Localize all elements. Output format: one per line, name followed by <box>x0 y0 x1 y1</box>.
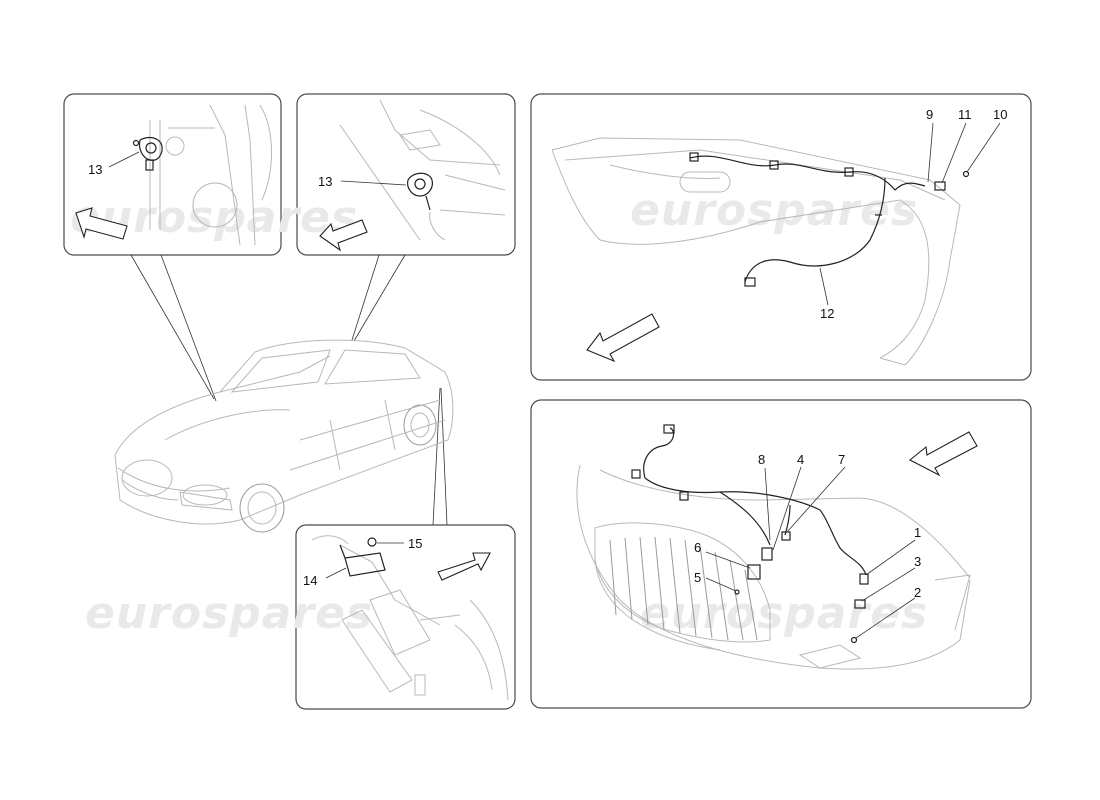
left-siren-detail: 13 <box>75 104 272 246</box>
rear-bumper-detail: 9 11 10 12 <box>551 107 1007 366</box>
callout-9: 9 <box>926 107 933 122</box>
panel-front-bumper <box>530 399 1032 709</box>
control-module-detail: 15 14 <box>303 535 509 701</box>
direction-arrow-module <box>437 552 491 581</box>
direction-arrow-front <box>909 431 978 477</box>
right-siren-detail: 13 <box>318 99 506 252</box>
callout-10: 10 <box>993 107 1007 122</box>
callout-1: 1 <box>914 525 921 540</box>
control-module <box>344 552 386 577</box>
svg-text:eurospares: eurospares <box>630 185 918 236</box>
rear-sensor-connector <box>934 181 946 191</box>
svg-text:eurospares: eurospares <box>85 588 373 639</box>
front-module <box>761 547 773 561</box>
callout-13-right: 13 <box>318 174 332 189</box>
callout-8: 8 <box>758 452 765 467</box>
panel-rear-bumper <box>530 93 1032 381</box>
svg-text:eurospares: eurospares <box>640 588 928 639</box>
direction-arrow-right-panel <box>319 219 368 252</box>
front-wiring-harness <box>643 427 867 576</box>
callout-12: 12 <box>820 306 834 321</box>
direction-arrow-left <box>75 207 128 240</box>
panel-leader-lines <box>130 254 448 526</box>
callout-6: 6 <box>694 540 701 555</box>
callout-15: 15 <box>408 536 422 551</box>
siren-body-right <box>407 172 433 197</box>
callout-7: 7 <box>838 452 845 467</box>
front-bumper-detail: 8 4 7 6 5 1 3 2 <box>576 424 978 670</box>
callout-13-left: 13 <box>88 162 102 177</box>
direction-arrow-rear <box>586 313 660 363</box>
panel-right-siren <box>296 93 516 256</box>
callout-14: 14 <box>303 573 317 588</box>
callout-4: 4 <box>797 452 804 467</box>
callout-2: 2 <box>914 585 921 600</box>
car-illustration <box>114 339 454 533</box>
callout-11: 11 <box>958 107 972 122</box>
panel-left-siren <box>63 93 282 256</box>
callout-3: 3 <box>914 554 921 569</box>
siren-body <box>138 136 163 161</box>
grille <box>609 536 758 641</box>
callout-5: 5 <box>694 570 701 585</box>
